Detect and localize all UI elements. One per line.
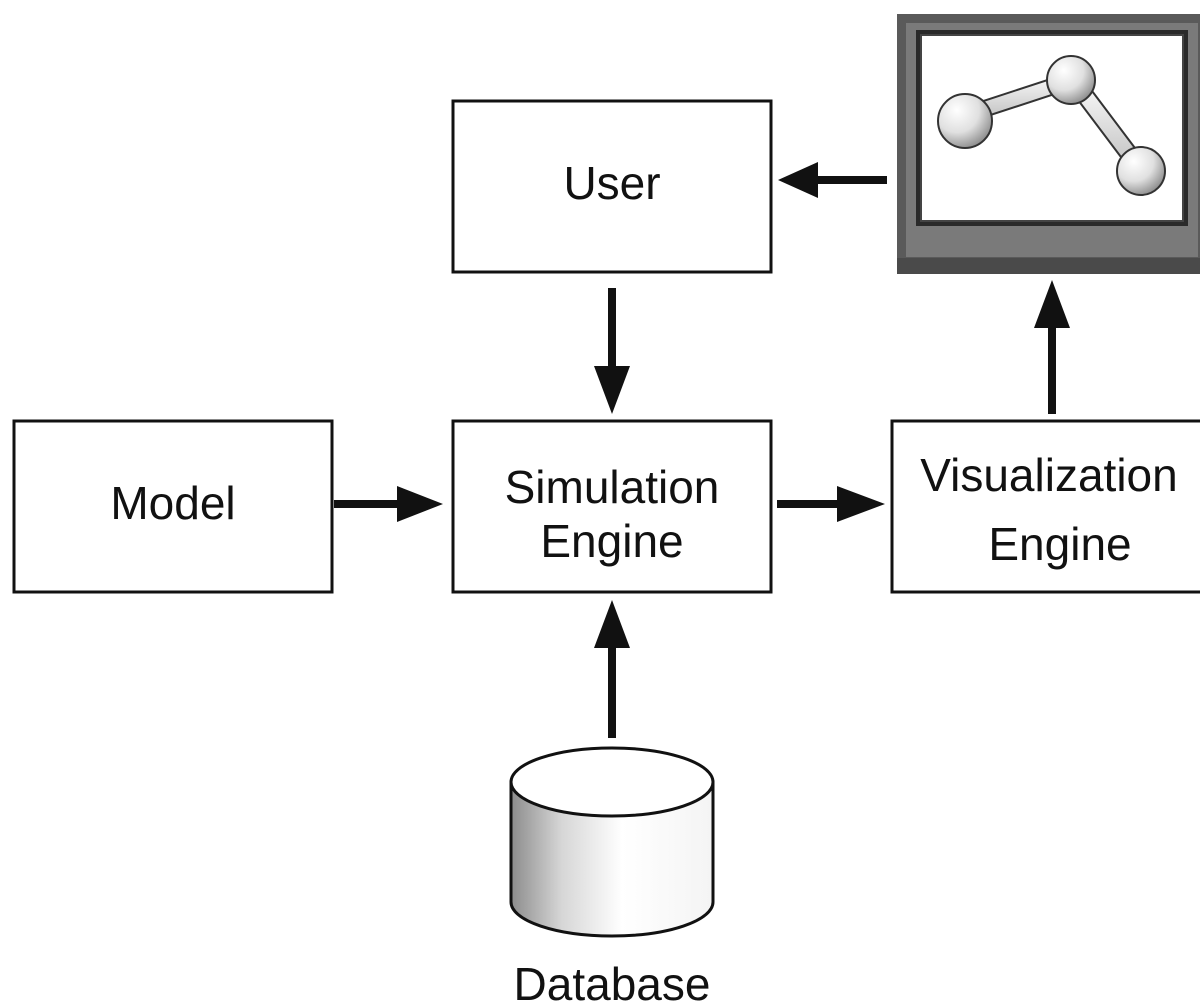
molecule-icon	[937, 55, 1166, 196]
monitor-molecule-icon	[897, 14, 1200, 274]
arrow-database-to-simulation	[594, 600, 630, 738]
simulation-engine-node: Simulation Engine	[451, 419, 773, 594]
arrow-display-to-user	[778, 162, 887, 198]
user-label: User	[563, 157, 660, 209]
visualization-engine-label-line2: Engine	[988, 518, 1131, 570]
database-icon	[509, 746, 715, 938]
visualization-engine-node: Visualization Engine	[890, 419, 1200, 594]
database-label: Database	[514, 958, 711, 1007]
user-node: User	[451, 99, 773, 274]
simulation-engine-label-line2: Engine	[540, 515, 683, 567]
model-node: Model	[12, 419, 334, 594]
arrow-simulation-to-visualization	[777, 486, 885, 522]
model-label: Model	[110, 477, 235, 529]
arrow-visualization-to-display	[1034, 280, 1070, 414]
arrow-user-to-simulation	[594, 288, 630, 414]
visualization-engine-label-line1: Visualization	[920, 449, 1177, 501]
arrow-model-to-simulation	[334, 486, 443, 522]
simulation-engine-label-line1: Simulation	[505, 461, 720, 513]
